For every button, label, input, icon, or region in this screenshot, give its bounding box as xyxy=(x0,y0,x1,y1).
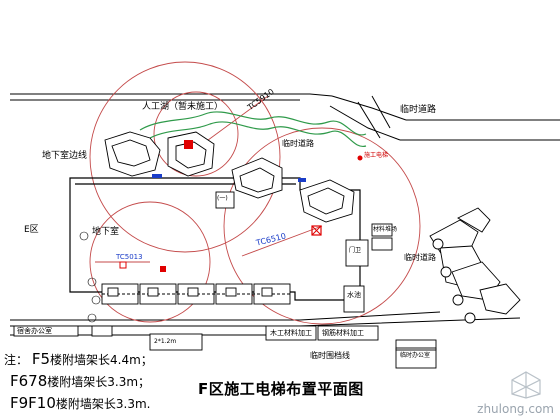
label-e-zone: E区 xyxy=(24,225,39,235)
label-tc5013: TC5013 xyxy=(116,253,143,261)
page-title: F区施工电梯布置平面图 xyxy=(198,380,364,398)
label-temp-road-right: 临时道路 xyxy=(404,253,436,262)
watermark-logo-icon xyxy=(511,371,541,399)
note-line-2: F678楼附墙架长3.3m； xyxy=(10,372,150,390)
note-prefix: 注： xyxy=(4,353,29,367)
label-storage: 材料堆场 xyxy=(373,226,398,233)
village-houses xyxy=(429,207,521,324)
trees xyxy=(79,231,101,323)
watermark-text: zhulong.com xyxy=(477,402,554,416)
note-line-3: F9F10楼附墙架长3.3m. xyxy=(10,394,150,412)
label-red-marker: 施工电梯 xyxy=(364,152,389,159)
crane-circle-small xyxy=(153,91,239,177)
markers xyxy=(119,140,363,272)
label-dorm: 宿舍办公室 xyxy=(17,327,52,335)
note-1-text: 楼附墙架长4.4m； xyxy=(50,353,153,367)
label-temp-wall: 临时围档线 xyxy=(310,351,350,360)
crane-circle-tc5910 xyxy=(89,61,281,253)
label-temp-road-mid: 临时道路 xyxy=(282,139,314,148)
crane-circle-tc6510 xyxy=(223,127,421,325)
note-line-1: 注： F5楼附墙架长4.4m； xyxy=(4,350,153,368)
tower-buildings-top xyxy=(104,131,355,223)
tower-buildings-bottom xyxy=(101,283,291,305)
note-3-code: F9F10 xyxy=(10,394,56,412)
label-spec: 2*1.2m xyxy=(154,338,177,345)
note-1-code: F5 xyxy=(31,350,51,368)
crane-circle-tc5013 xyxy=(89,201,211,323)
label-basement-edge: 地下室边线 xyxy=(42,151,88,161)
label-artificial-lake: 人工湖（暂未施工） xyxy=(142,102,224,112)
label-rebar-shop: 钢筋材料加工 xyxy=(322,329,364,337)
note-2-code: F678 xyxy=(10,372,48,390)
artificial-lake xyxy=(139,111,367,147)
label-basement: 地下室 xyxy=(92,227,120,237)
label-temp-road-top: 临时道路 xyxy=(400,105,437,115)
note-2-text: 楼附墙架长3.3m； xyxy=(47,375,151,389)
label-small-block: (一) xyxy=(217,195,228,202)
label-temp-office: 临时办公室 xyxy=(400,352,431,359)
label-water-pool: 水池 xyxy=(347,291,361,299)
label-guard: 门卫 xyxy=(349,247,362,254)
note-3-text: 楼附墙架长3.3m. xyxy=(55,397,151,411)
label-woodshop: 木工材料加工 xyxy=(270,329,312,337)
right-facilities xyxy=(343,223,437,369)
bottom-facilities xyxy=(13,325,379,351)
